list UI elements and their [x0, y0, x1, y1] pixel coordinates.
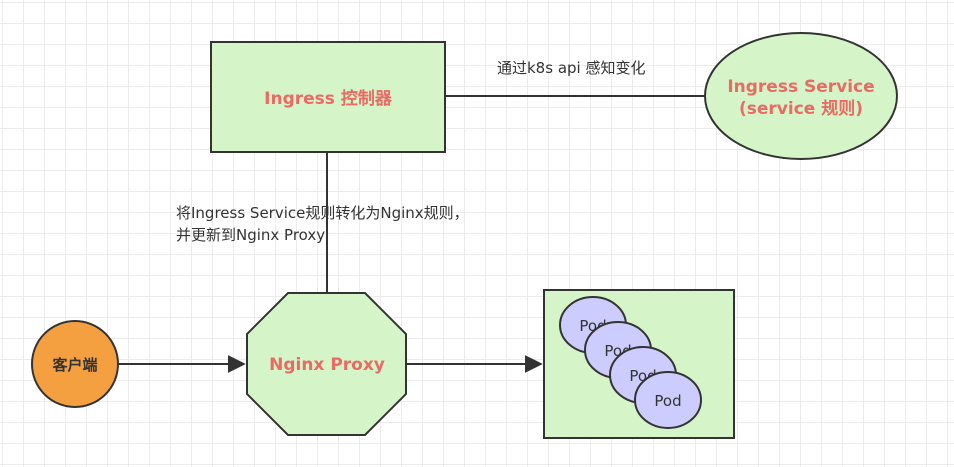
client-label: 客户端: [51, 356, 97, 374]
convert-rules-label-line2: 并更新到Nginx Proxy: [176, 226, 326, 244]
ingress-service-node[interactable]: Ingress Service (service 规则): [704, 32, 898, 160]
watch-changes-label: 通过k8s api 感知变化: [497, 59, 646, 77]
pods-container[interactable]: Pod Pod Pod Pod: [543, 289, 735, 439]
ingress-service-label-line2: (service 规则): [739, 98, 863, 119]
pod-4-label: Pod: [654, 392, 681, 410]
convert-rules-label-line1: 将Ingress Service规则转化为Nginx规则，: [176, 204, 469, 222]
ingress-controller-node[interactable]: Ingress 控制器: [210, 41, 446, 153]
client-node[interactable]: 客户端: [31, 320, 119, 408]
pod-4[interactable]: Pod: [634, 371, 702, 429]
nginx-proxy-label: Nginx Proxy: [269, 355, 385, 375]
ingress-service-label-line1: Ingress Service: [727, 77, 874, 97]
nginx-proxy-node[interactable]: Nginx Proxy: [246, 292, 407, 436]
ingress-controller-label: Ingress 控制器: [264, 88, 393, 109]
